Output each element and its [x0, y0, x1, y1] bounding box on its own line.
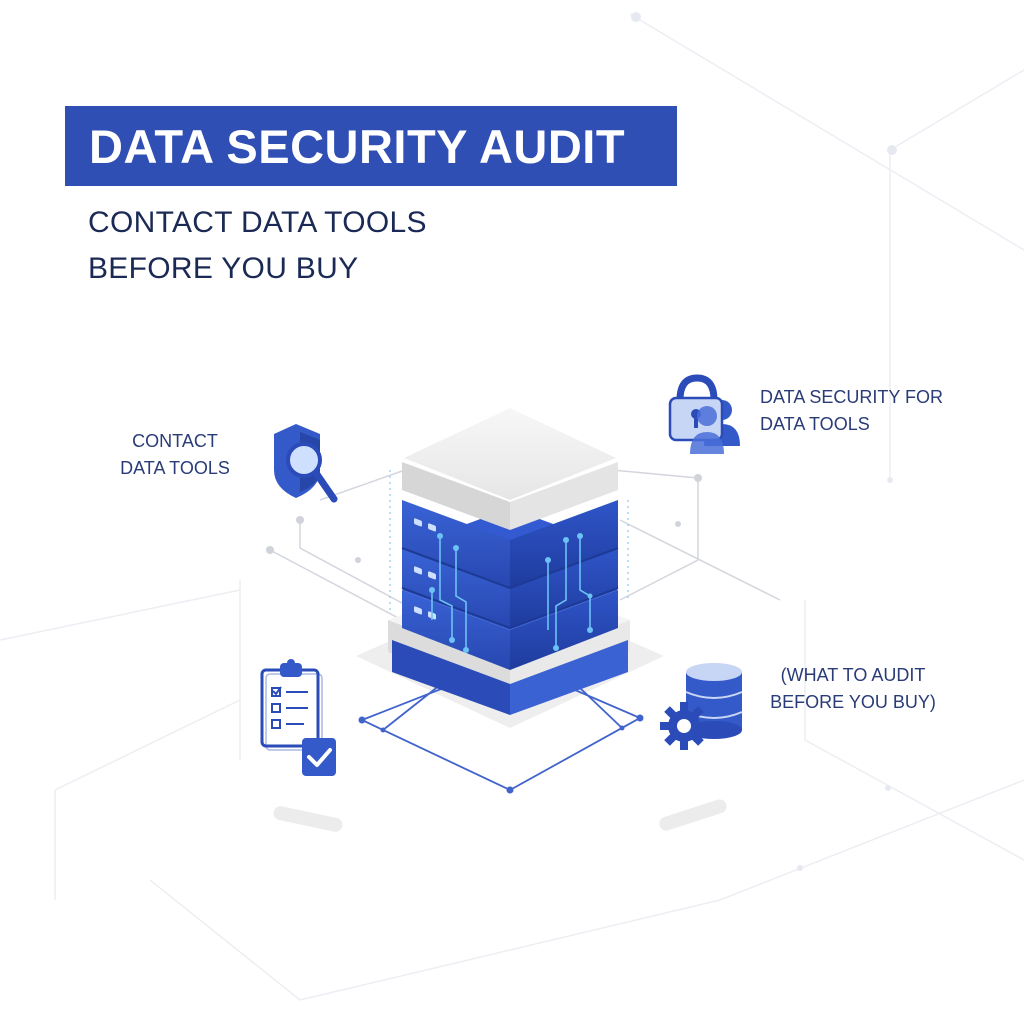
- database-gear-icon: [660, 663, 743, 750]
- server-top-cap: [402, 408, 618, 530]
- server-circuit-nodes: [429, 533, 593, 653]
- title-banner: DATA SECURITY AUDIT: [65, 106, 677, 186]
- callout-contact-line-1: CONTACT: [132, 431, 218, 451]
- callout-contact-line-2: DATA TOOLS: [120, 458, 230, 478]
- shield-magnifier-icon: [274, 424, 338, 503]
- page-title: DATA SECURITY AUDIT: [89, 119, 626, 173]
- connector-lines: [269, 469, 781, 621]
- server-side-leaders: [389, 470, 629, 610]
- circuit-diamond-nodes: [358, 714, 644, 794]
- subtitle-line-2: BEFORE YOU BUY: [88, 252, 359, 285]
- server-separators: [401, 547, 619, 630]
- callout-data-security: DATA SECURITY FOR DATA TOOLS: [760, 384, 943, 438]
- server-unit-top: [402, 500, 618, 588]
- callout-audit-line-1: (WHAT TO AUDIT: [780, 665, 926, 685]
- server-stack: [388, 408, 630, 715]
- callout-what-to-audit: (WHAT TO AUDIT BEFORE YOU BUY): [768, 662, 938, 716]
- server-circuit-traces: [431, 536, 591, 650]
- callout-security-line-2: DATA TOOLS: [760, 414, 870, 434]
- floor-shadows: [273, 799, 727, 832]
- clipboard-checklist-icon: [260, 659, 336, 776]
- background-network-nodes: [631, 12, 897, 871]
- connector-nodes: [266, 474, 702, 563]
- background-network-lines: [0, 13, 1024, 1001]
- subtitle-line-1: CONTACT DATA TOOLS: [88, 206, 427, 239]
- callout-audit-line-2: BEFORE YOU BUY): [770, 692, 936, 712]
- padlock-users-icon: [668, 374, 740, 454]
- callout-security-line-1: DATA SECURITY FOR: [760, 387, 944, 407]
- callout-contact-data-tools: CONTACT DATA TOOLS: [100, 428, 250, 482]
